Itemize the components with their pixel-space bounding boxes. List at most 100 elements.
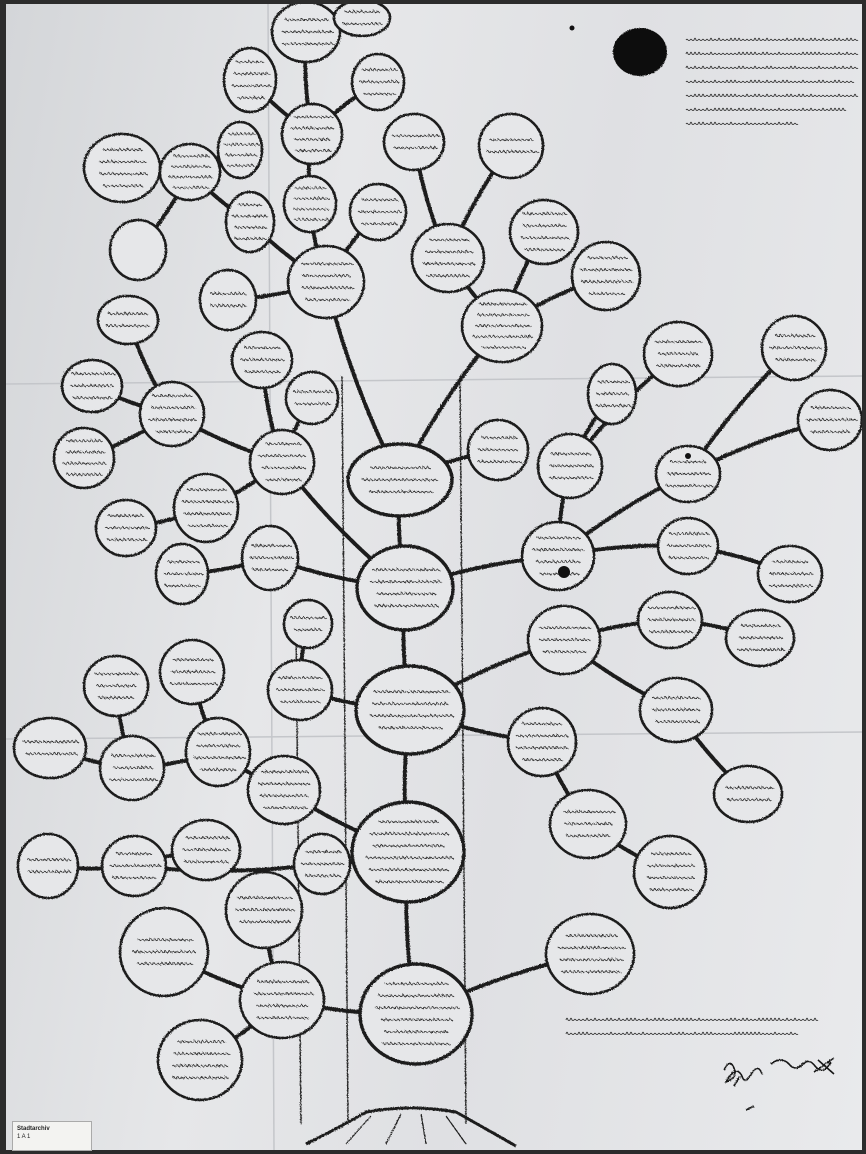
handwriting-scribble	[361, 198, 399, 202]
node-circle	[284, 370, 340, 426]
handwriting-scribble	[290, 126, 335, 130]
handwriting-scribble	[520, 236, 570, 240]
handwriting-scribble	[646, 876, 696, 880]
handwriting-scribble	[223, 142, 261, 146]
handwriting-scribble	[22, 740, 80, 744]
handwriting-scribble	[172, 658, 214, 662]
handwriting-scribble	[257, 782, 311, 786]
handwriting-line	[685, 51, 859, 56]
person-node	[238, 960, 326, 1040]
handwriting-scribble	[654, 340, 703, 344]
handwriting-scribble	[256, 1016, 310, 1020]
handwriting-scribble	[738, 636, 784, 640]
person-node	[506, 706, 578, 778]
handwriting-scribble	[235, 60, 265, 64]
handwriting-scribble	[173, 1051, 231, 1056]
person-node	[230, 330, 294, 390]
handwriting-scribble	[97, 696, 135, 700]
node-circle	[654, 444, 722, 504]
node-circle	[506, 706, 578, 778]
person-node	[570, 240, 642, 312]
person-node	[632, 834, 708, 910]
handwriting-scribble	[66, 472, 103, 476]
handwriting-scribble	[548, 476, 594, 480]
handwriting-scribble	[725, 786, 775, 790]
handwriting-scribble	[64, 450, 106, 454]
handwriting-scribble	[560, 970, 622, 974]
node-circle	[526, 604, 602, 676]
handwriting-scribble	[301, 262, 354, 266]
handwriting-scribble	[226, 163, 256, 167]
handwriting-line	[685, 79, 855, 84]
handwriting-line	[685, 37, 859, 42]
node-circle	[508, 198, 580, 266]
person-node	[724, 608, 796, 668]
node-circle	[138, 380, 206, 448]
handwriting-scribble	[522, 212, 568, 216]
person-node	[154, 542, 210, 606]
archive-stamp-label: Stadtarchiv 1 A 1	[12, 1121, 92, 1151]
handwriting-scribble	[98, 160, 148, 164]
handwriting-scribble	[184, 860, 229, 864]
handwriting-scribble	[279, 700, 321, 704]
person-node	[586, 362, 638, 426]
node-circle	[216, 120, 264, 180]
person-node	[466, 418, 530, 482]
person-node	[270, 4, 342, 64]
handwriting-scribble	[521, 722, 563, 726]
handwriting-scribble	[96, 684, 137, 688]
handwriting-scribble	[281, 42, 335, 46]
handwriting-scribble	[740, 624, 782, 628]
handwriting-scribble	[646, 864, 696, 868]
handwriting-scribble	[185, 836, 231, 840]
handwriting-scribble	[94, 672, 140, 676]
handwriting-scribble	[647, 618, 696, 622]
handwriting-scribble	[182, 848, 231, 852]
person-node	[98, 734, 166, 802]
person-node	[526, 604, 602, 676]
person-node	[477, 112, 545, 180]
person-node	[266, 658, 334, 722]
person-node	[536, 432, 604, 500]
handwriting-scribble	[169, 682, 219, 686]
handwriting-scribble	[106, 538, 148, 542]
person-node	[216, 120, 264, 180]
handwriting-scribble	[580, 280, 634, 284]
handwriting-scribble	[27, 858, 72, 862]
handwriting-scribble	[256, 1004, 309, 1008]
handwriting-scribble	[727, 798, 772, 802]
handwriting-scribble	[237, 203, 263, 207]
handwriting-scribble	[275, 688, 325, 692]
node-circle	[12, 716, 88, 780]
node-circle	[382, 112, 446, 172]
person-node	[170, 818, 242, 882]
handwriting-scribble	[111, 876, 157, 880]
handwriting-scribble	[71, 372, 117, 376]
person-node	[16, 832, 80, 900]
handwriting-scribble	[261, 466, 307, 470]
handwriting-scribble	[284, 18, 330, 22]
node-circle	[172, 472, 240, 544]
handwriting-scribble	[193, 756, 247, 760]
handwriting-scribble	[597, 380, 631, 384]
handwriting-scribble	[107, 514, 145, 518]
handwriting-scribble	[102, 184, 144, 188]
handwriting-scribble	[109, 778, 158, 782]
handwriting-scribble	[294, 137, 331, 141]
handwriting-scribble	[368, 832, 450, 836]
handwriting-scribble	[136, 962, 194, 966]
handwriting-scribble	[736, 648, 786, 652]
handwriting-scribble	[665, 484, 714, 488]
handwriting-scribble	[305, 850, 342, 854]
handwriting-scribble	[369, 714, 455, 718]
handwriting-scribble	[542, 650, 587, 654]
handwriting-scribble	[293, 196, 331, 200]
handwriting-scribble	[181, 500, 235, 504]
person-node	[222, 46, 278, 114]
handwriting-scribble	[357, 210, 403, 214]
handwriting-scribble	[563, 810, 616, 814]
person-node	[548, 788, 628, 860]
node-circle	[184, 716, 252, 788]
handwriting-scribble	[342, 22, 384, 26]
handwriting-scribble	[237, 95, 266, 100]
